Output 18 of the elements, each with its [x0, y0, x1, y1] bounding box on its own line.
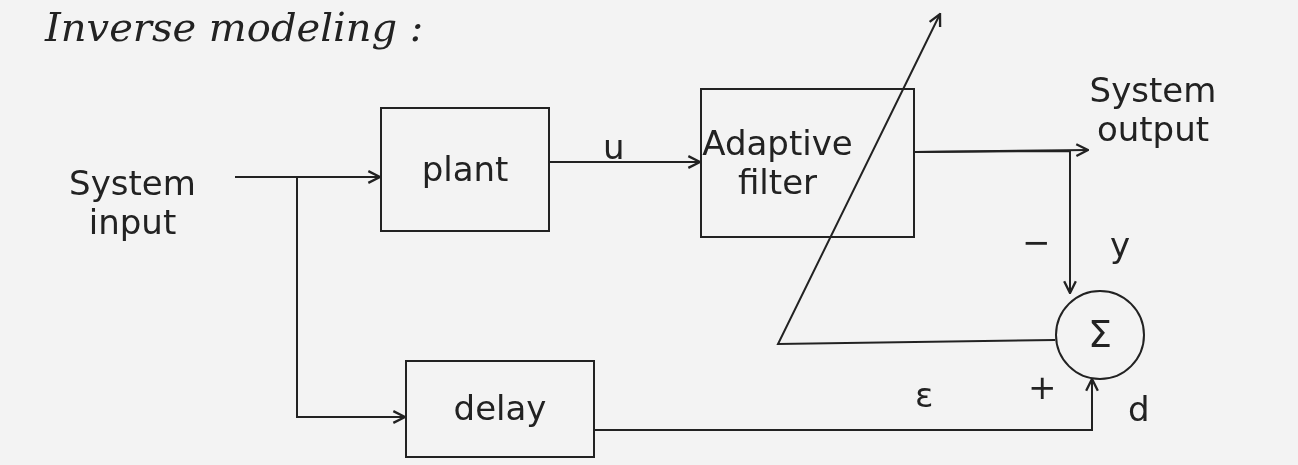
edge-label: u: [603, 130, 625, 164]
signal-arrow: [914, 150, 1077, 295]
sign-label: −: [1022, 225, 1051, 259]
signal-arrow: [549, 155, 702, 169]
edge-label: ε: [915, 378, 934, 412]
block-box: plant: [380, 107, 550, 232]
signal-arrow: [234, 176, 407, 424]
signal-label: System output: [1088, 55, 1218, 165]
block-box: Adaptive filter: [700, 88, 915, 238]
edge-label: y: [1110, 228, 1131, 262]
signal-label: System input: [30, 158, 235, 248]
sign-label: +: [1028, 370, 1057, 404]
summing-junction: Σ: [1055, 290, 1145, 380]
block-box: delay: [405, 360, 595, 458]
diagram-title: Inverse modeling :: [45, 4, 424, 50]
adaptation-arrow: [776, 12, 1056, 346]
signal-arrow: [594, 377, 1099, 431]
edge-label: d: [1128, 392, 1150, 426]
